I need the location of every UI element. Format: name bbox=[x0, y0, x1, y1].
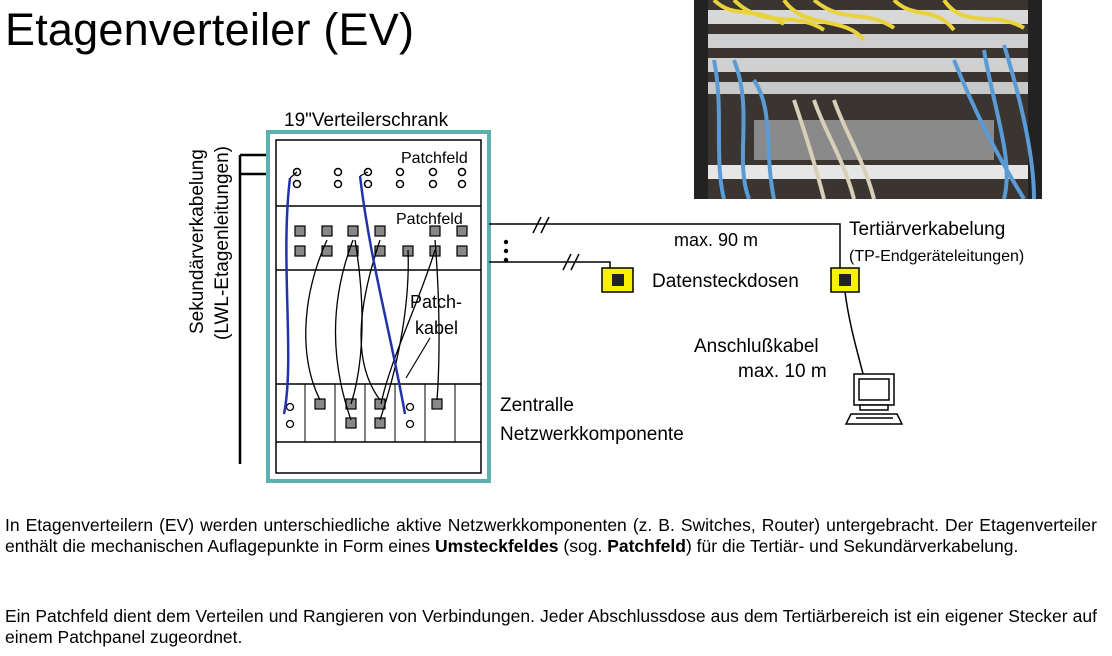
outlet-right bbox=[830, 267, 860, 293]
patch-panel-photo bbox=[694, 0, 1042, 199]
patch-cable-label-2: kabel bbox=[415, 318, 458, 338]
fiber-patch-ports bbox=[292, 167, 467, 189]
network-component-label-2: Netzwerkkomponente bbox=[500, 424, 684, 445]
patch-cables bbox=[305, 239, 440, 421]
patchfeld-top-label: Patchfeld bbox=[401, 150, 468, 167]
paragraph-2: Ein Patchfeld dient dem Verteilen und Ra… bbox=[5, 606, 1097, 647]
secondary-cabling-label: Sekundärverkabelung (LWL-Etagenleitungen… bbox=[187, 146, 233, 340]
more-lines-dots bbox=[503, 239, 509, 263]
network-component-label-1: Zentralle bbox=[500, 395, 574, 416]
connection-cable bbox=[844, 291, 866, 383]
tertiary-label-line1: Tertiärverkabelung bbox=[849, 219, 1005, 240]
tertiary-cable-lines bbox=[489, 216, 841, 271]
connection-max-label: max. 10 m bbox=[738, 361, 827, 382]
cabinet-label: 19"Verteilerschrank bbox=[284, 110, 449, 131]
patch-cable-label-1: Patch- bbox=[410, 292, 462, 312]
paragraph-1-bold-patchfeld: Patchfeld bbox=[607, 536, 686, 556]
max-distance-label: max. 90 m bbox=[674, 230, 758, 250]
outlet-left bbox=[601, 267, 634, 293]
paragraph-1-text-c: (sog. bbox=[558, 536, 608, 556]
secondary-label-line1: Sekundärverkabelung bbox=[187, 149, 208, 334]
patchfeld-mid-label: Patchfeld bbox=[396, 211, 463, 228]
page-title: Etagenverteiler (EV) bbox=[5, 4, 415, 55]
tertiary-label-line2: (TP-Endgeräteleitungen) bbox=[849, 248, 1024, 265]
connection-cable-label: Anschlußkabel bbox=[694, 336, 819, 357]
outlets-label: Datensteckdosen bbox=[652, 271, 799, 292]
paragraph-1: In Etagenverteilern (EV) werden untersch… bbox=[5, 515, 1097, 557]
copper-patch-ports bbox=[294, 225, 468, 257]
secondary-cable-lines bbox=[238, 153, 268, 464]
computer-icon bbox=[844, 373, 904, 425]
paragraph-1-text-a: In Etagenverteilern (EV) werden untersch… bbox=[5, 515, 1097, 556]
distribution-cabinet bbox=[266, 130, 491, 483]
paragraph-1-bold-umsteckfeldes: Umsteckfeldes bbox=[435, 536, 559, 556]
secondary-label-line2: (LWL-Etagenleitungen) bbox=[212, 146, 233, 340]
fiber-patch-cables bbox=[282, 175, 407, 415]
paragraph-1-text-e: ) für die Tertiär- und Sekundärverkabelu… bbox=[685, 536, 1019, 556]
floor-distributor-diagram: 19"Verteilerschrank Sekundärverkabelung … bbox=[187, 110, 1024, 483]
